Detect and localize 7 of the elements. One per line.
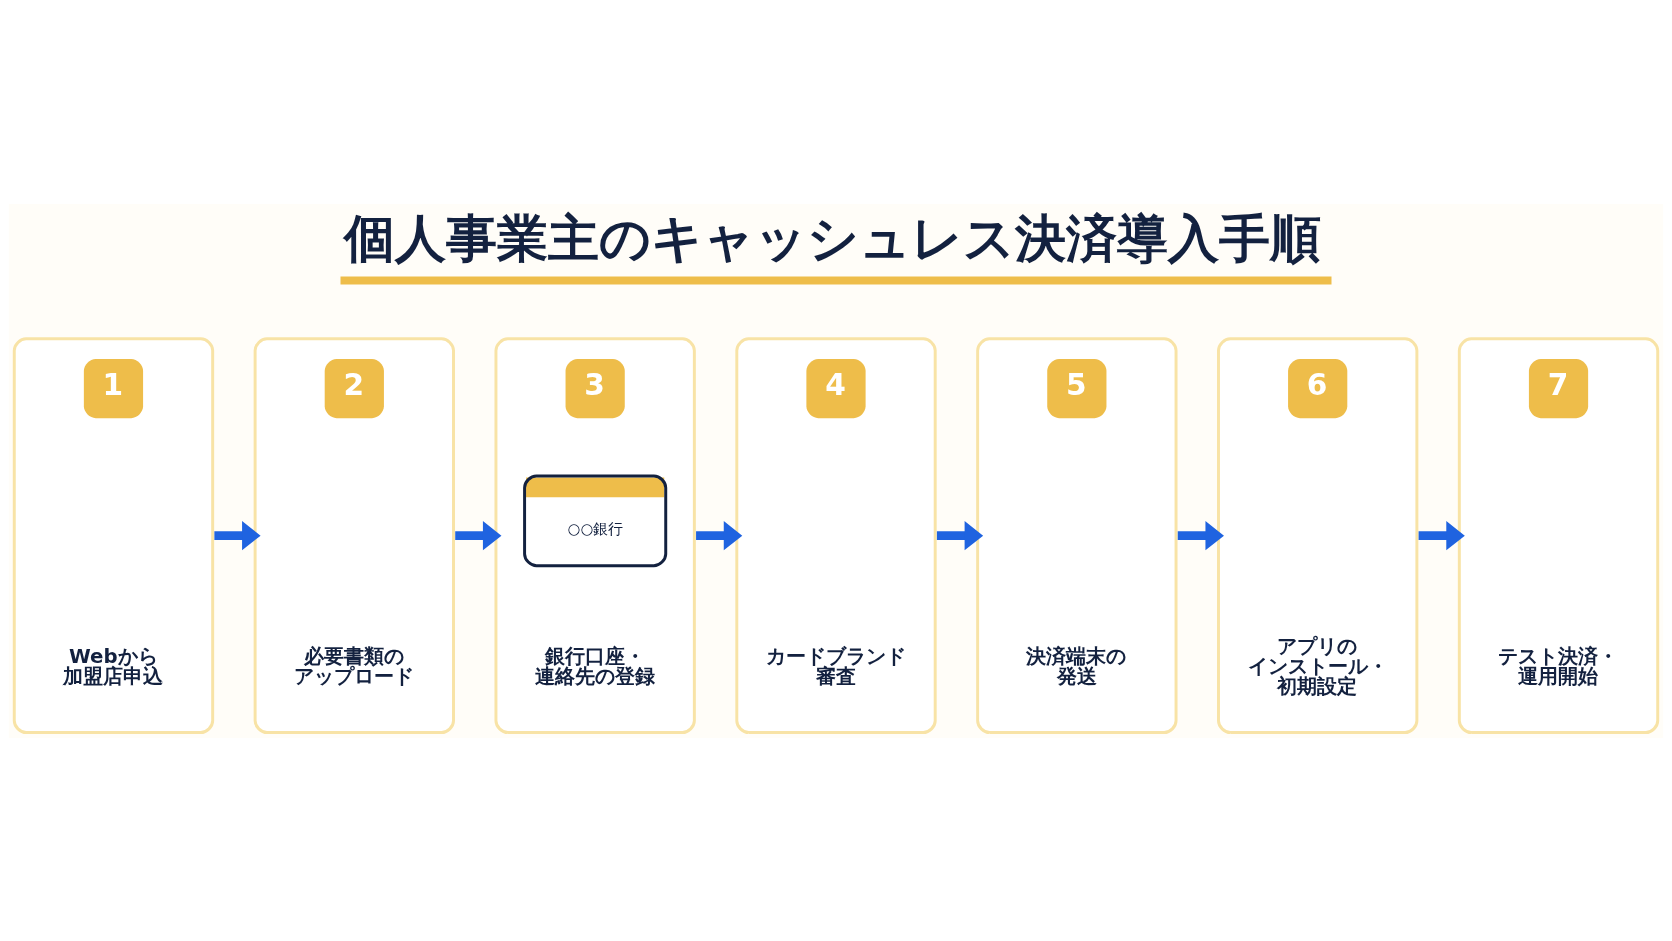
arrow bbox=[214, 520, 261, 550]
arrow bbox=[936, 520, 984, 550]
arrow bbox=[1418, 520, 1465, 550]
arrow bbox=[455, 520, 502, 550]
arrow bbox=[696, 520, 743, 550]
diagram-title: 個人事業主のキャッシュレス決済導入手順 bbox=[344, 207, 1322, 268]
arrow bbox=[1177, 520, 1224, 550]
